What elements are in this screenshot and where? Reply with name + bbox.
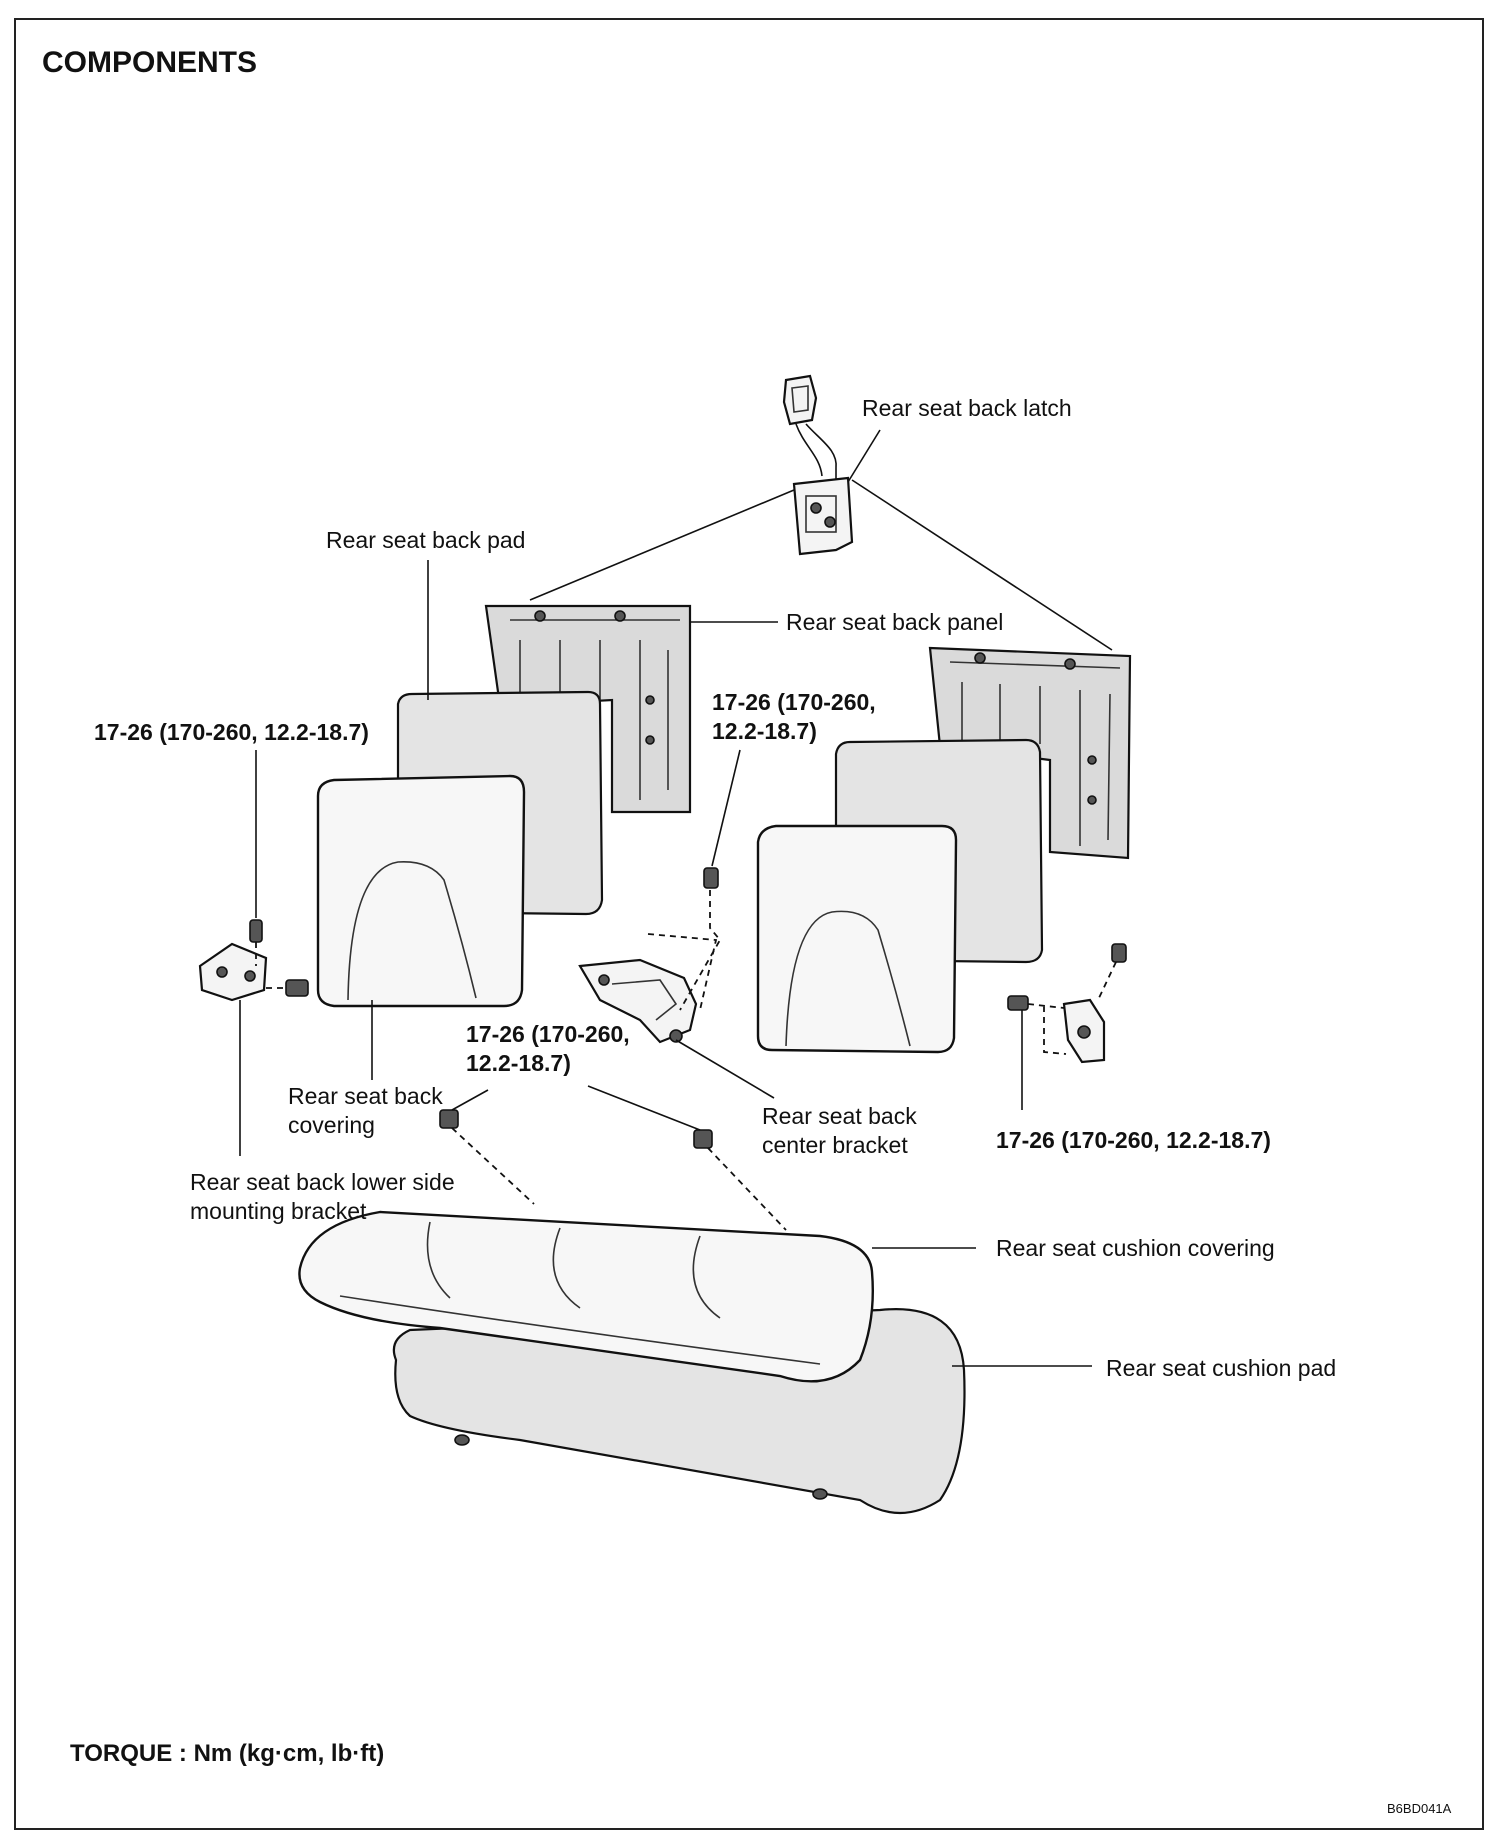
cushion-covering [298, 1210, 874, 1383]
lower-side-mounting-bracket [198, 919, 309, 1002]
label-torque-left: 17-26 (170-260, 12.2-18.7) [94, 719, 369, 745]
lower-bolt-right [693, 1129, 713, 1149]
label-cushion-pad: Rear seat cushion pad [1106, 1355, 1337, 1381]
seat-back-covering-left [316, 774, 526, 1008]
label-latch: Rear seat back latch [862, 395, 1072, 421]
label-cushion-covering: Rear seat cushion covering [996, 1235, 1275, 1261]
label-lower-side-bracket: Rear seat back lower side mounting brack… [190, 1169, 455, 1224]
seat-back-panel-left [484, 604, 692, 814]
label-back-panel: Rear seat back panel [786, 609, 1004, 635]
label-center-bracket: Rear seat back center bracket [762, 1103, 917, 1158]
lower-bolt-left [439, 1109, 459, 1129]
page-frame [14, 18, 1484, 1830]
right-side-bracket [1007, 943, 1127, 1064]
seat-back-latch [782, 374, 854, 556]
seat-back-covering-right [756, 824, 958, 1054]
label-torque-center-lower: 17-26 (170-260, 12.2-18.7) [466, 1021, 630, 1076]
torque-unit-note: TORQUE : Nm (kg·cm, lb·ft) [70, 1740, 385, 1767]
label-back-pad: Rear seat back pad [326, 527, 526, 553]
label-back-covering: Rear seat back covering [288, 1083, 443, 1138]
page-title: COMPONENTS [42, 46, 258, 79]
seat-back-center-bracket [578, 867, 722, 1044]
figure-code: B6BD041A [1387, 1801, 1452, 1816]
label-torque-right: 17-26 (170-260, 12.2-18.7) [996, 1127, 1271, 1153]
label-torque-center-upper: 17-26 (170-260, 12.2-18.7) [712, 689, 876, 744]
